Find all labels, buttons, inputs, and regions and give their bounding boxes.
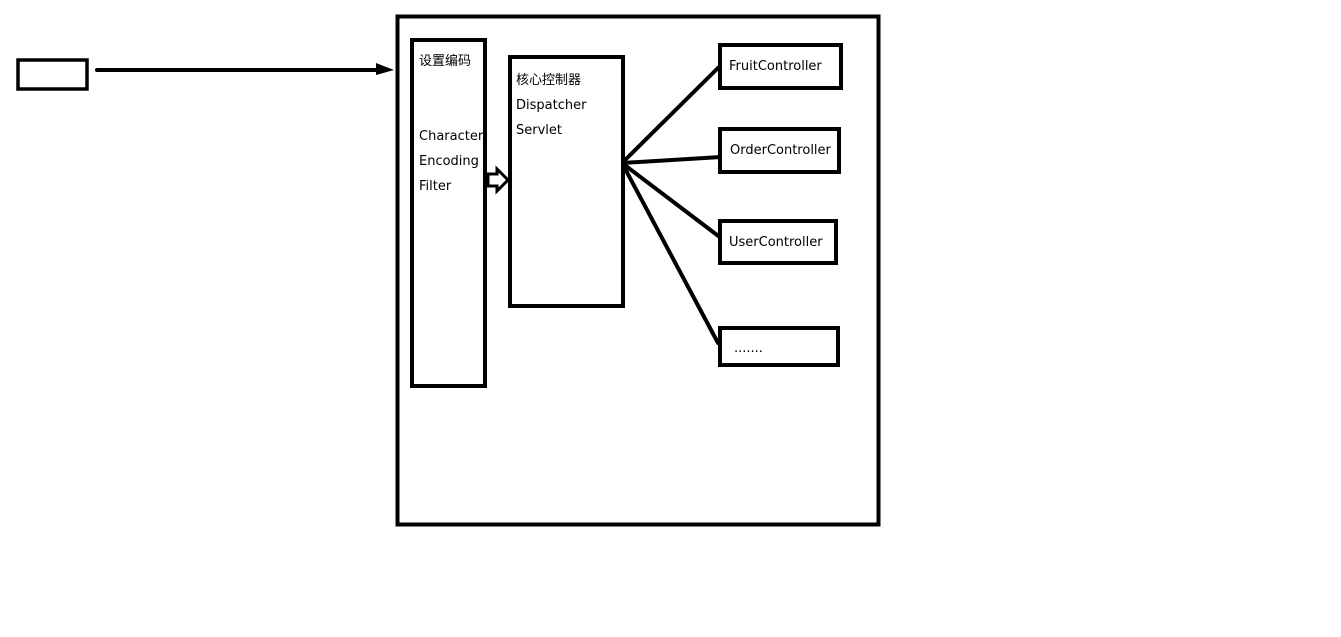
order-controller-box — [718, 127, 841, 174]
dispatcher-servlet-box — [508, 55, 625, 308]
user-controller-label: UserController — [729, 235, 823, 250]
dispatcher-line-3: Servlet — [516, 123, 562, 138]
filter-line-4: Character — [419, 129, 484, 144]
connector-more — [620, 161, 720, 345]
container-frame — [395, 14, 881, 527]
order-controller-label: OrderController — [730, 143, 831, 158]
filter-line-1: 设置编码 — [419, 54, 472, 69]
filter-line-5: Encoding — [419, 154, 479, 169]
filter-to-dispatcher-arrow — [486, 165, 511, 195]
user-controller-box — [718, 219, 838, 265]
fruit-controller-box — [718, 43, 843, 90]
dispatcher-line-2: Dispatcher — [516, 98, 587, 113]
connector-fruit — [620, 63, 723, 165]
more-controllers-box — [718, 326, 840, 367]
connector-user — [620, 161, 723, 240]
client-box — [16, 58, 89, 91]
request-arrow-head — [376, 63, 394, 75]
encoding-filter-box — [410, 38, 487, 388]
more-controllers-label: ....... — [734, 341, 763, 356]
fruit-controller-label: FruitController — [729, 59, 822, 74]
connector-order — [620, 155, 723, 165]
filter-line-6: Filter — [419, 179, 452, 194]
dispatcher-line-1: 核心控制器 — [516, 73, 582, 88]
